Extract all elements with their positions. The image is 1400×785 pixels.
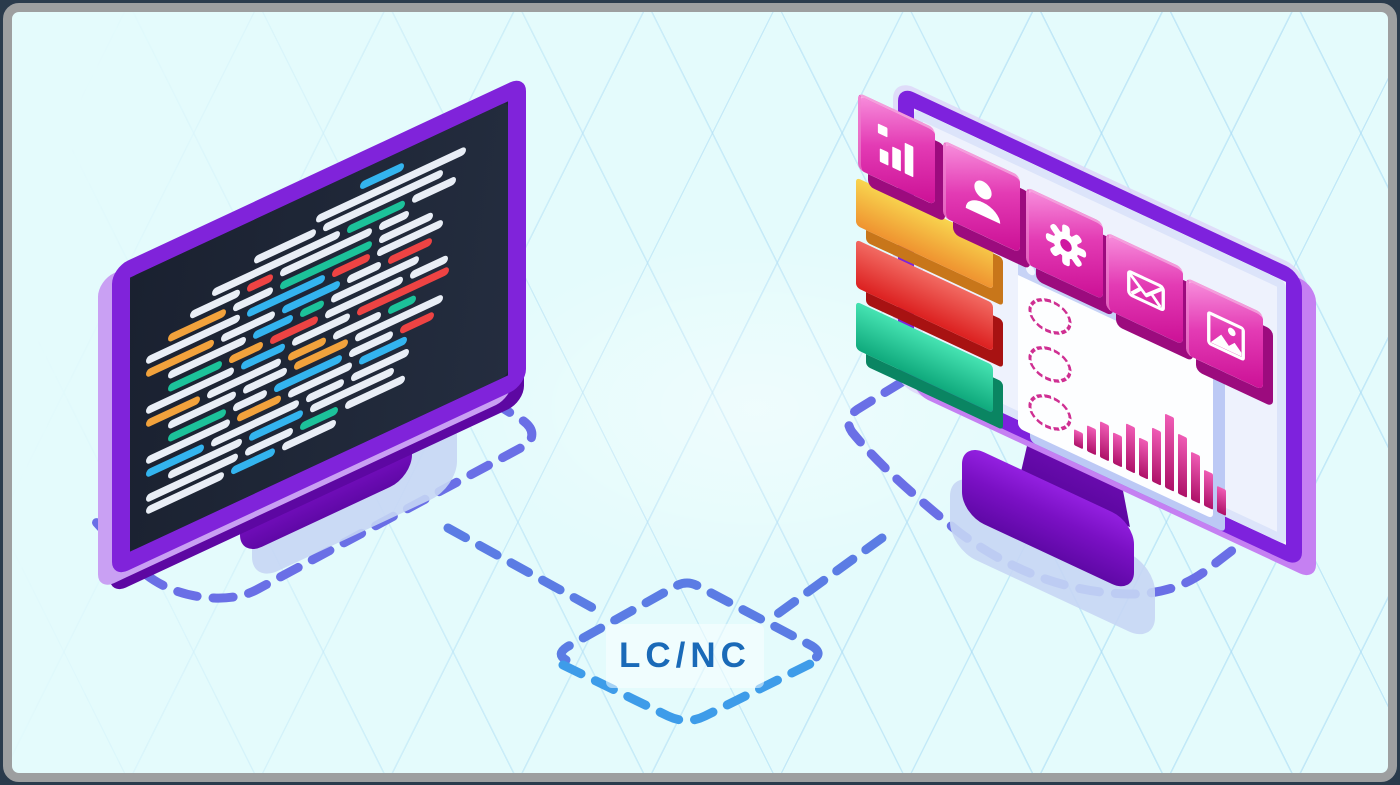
left-monitor-ring — [91, 378, 537, 603]
dashed-ellipse — [1023, 343, 1077, 386]
chart-bar — [1074, 429, 1083, 450]
chart-bar — [1100, 421, 1109, 462]
bar-chart-icon — [877, 123, 914, 177]
chart-bar — [1191, 451, 1200, 504]
dashed-ellipse — [1023, 391, 1077, 434]
tile-image — [1186, 277, 1263, 391]
chart-bar — [1165, 413, 1174, 492]
tile-mail — [1106, 231, 1183, 345]
lcnc-label: LC/NC — [619, 636, 751, 675]
right-connector — [767, 533, 887, 623]
chart-bar — [1178, 433, 1187, 498]
chart-bar — [1126, 423, 1135, 474]
tile-user — [943, 139, 1020, 253]
chart-bar — [1087, 425, 1096, 456]
window-ellipse-list — [1023, 290, 1077, 440]
chart-bar — [1139, 437, 1148, 480]
dashed-connection-paths — [91, 377, 1302, 725]
illustration-canvas: LC/NC — [3, 3, 1397, 782]
mail-icon — [1127, 270, 1165, 311]
user-icon — [965, 180, 1001, 224]
dashed-ellipse — [1023, 295, 1077, 338]
chart-bar — [1217, 485, 1226, 516]
lcnc-label-chip: LC/NC — [606, 624, 764, 688]
chart-bar — [1152, 427, 1161, 486]
diamond-bottom — [558, 655, 823, 725]
right-monitor-builder — [856, 85, 1302, 569]
stage: LC/NC — [12, 12, 1388, 773]
left-connector — [443, 523, 607, 618]
chart-bar — [1113, 432, 1122, 468]
tile-bar-chart — [858, 92, 935, 206]
gear-icon — [1045, 223, 1087, 267]
diamond-top — [556, 578, 823, 665]
tile-gear — [1026, 186, 1103, 300]
image-icon — [1207, 311, 1245, 361]
chart-bar — [1204, 469, 1213, 510]
